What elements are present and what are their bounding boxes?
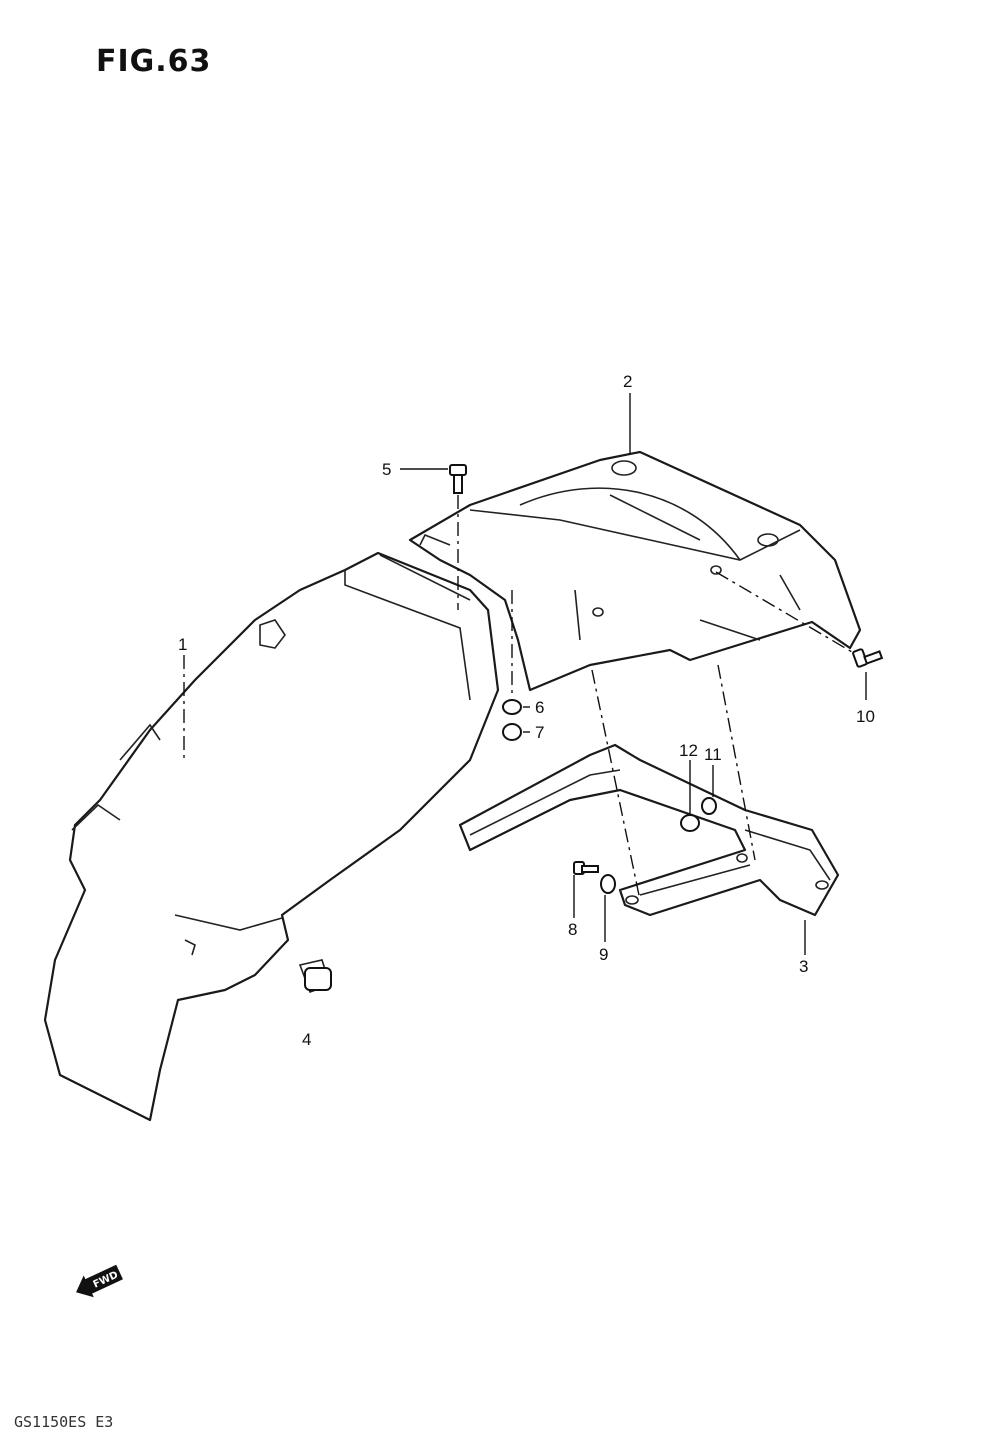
callout-6: 6: [535, 698, 544, 717]
drawing-code: GS1150ES E3: [14, 1413, 114, 1431]
callout-3: 3: [799, 957, 808, 976]
callout-2: 2: [623, 372, 632, 391]
nut-part-12: [680, 814, 700, 832]
figure-title: FIG.63: [96, 44, 212, 79]
washer-part-11: [701, 797, 717, 815]
callout-1: 1: [178, 635, 187, 654]
callout-12: 12: [679, 741, 698, 760]
bolt-part-10: [852, 648, 884, 668]
bolt-part-5: [449, 464, 467, 494]
forward-arrow-icon: FWD: [76, 1264, 123, 1298]
bracket-part-3: [458, 743, 840, 917]
callout-9: 9: [599, 945, 608, 964]
washer-part-7: [502, 723, 522, 741]
callout-11: 11: [704, 745, 722, 764]
bolt-part-8: [573, 861, 599, 875]
leader-lines: [400, 393, 867, 955]
nut-part-6: [502, 699, 522, 715]
tail-cover-part-2: [408, 450, 862, 692]
callout-5: 5: [382, 460, 391, 479]
nut-part-9: [600, 874, 616, 894]
callout-10: 10: [856, 707, 875, 726]
callout-4: 4: [302, 1030, 311, 1049]
callout-7: 7: [535, 723, 544, 742]
reflector-part-4: [304, 967, 332, 991]
callout-8: 8: [568, 920, 577, 939]
rear-fender-part-1: [43, 551, 500, 1122]
assembly-lines: [183, 495, 853, 901]
